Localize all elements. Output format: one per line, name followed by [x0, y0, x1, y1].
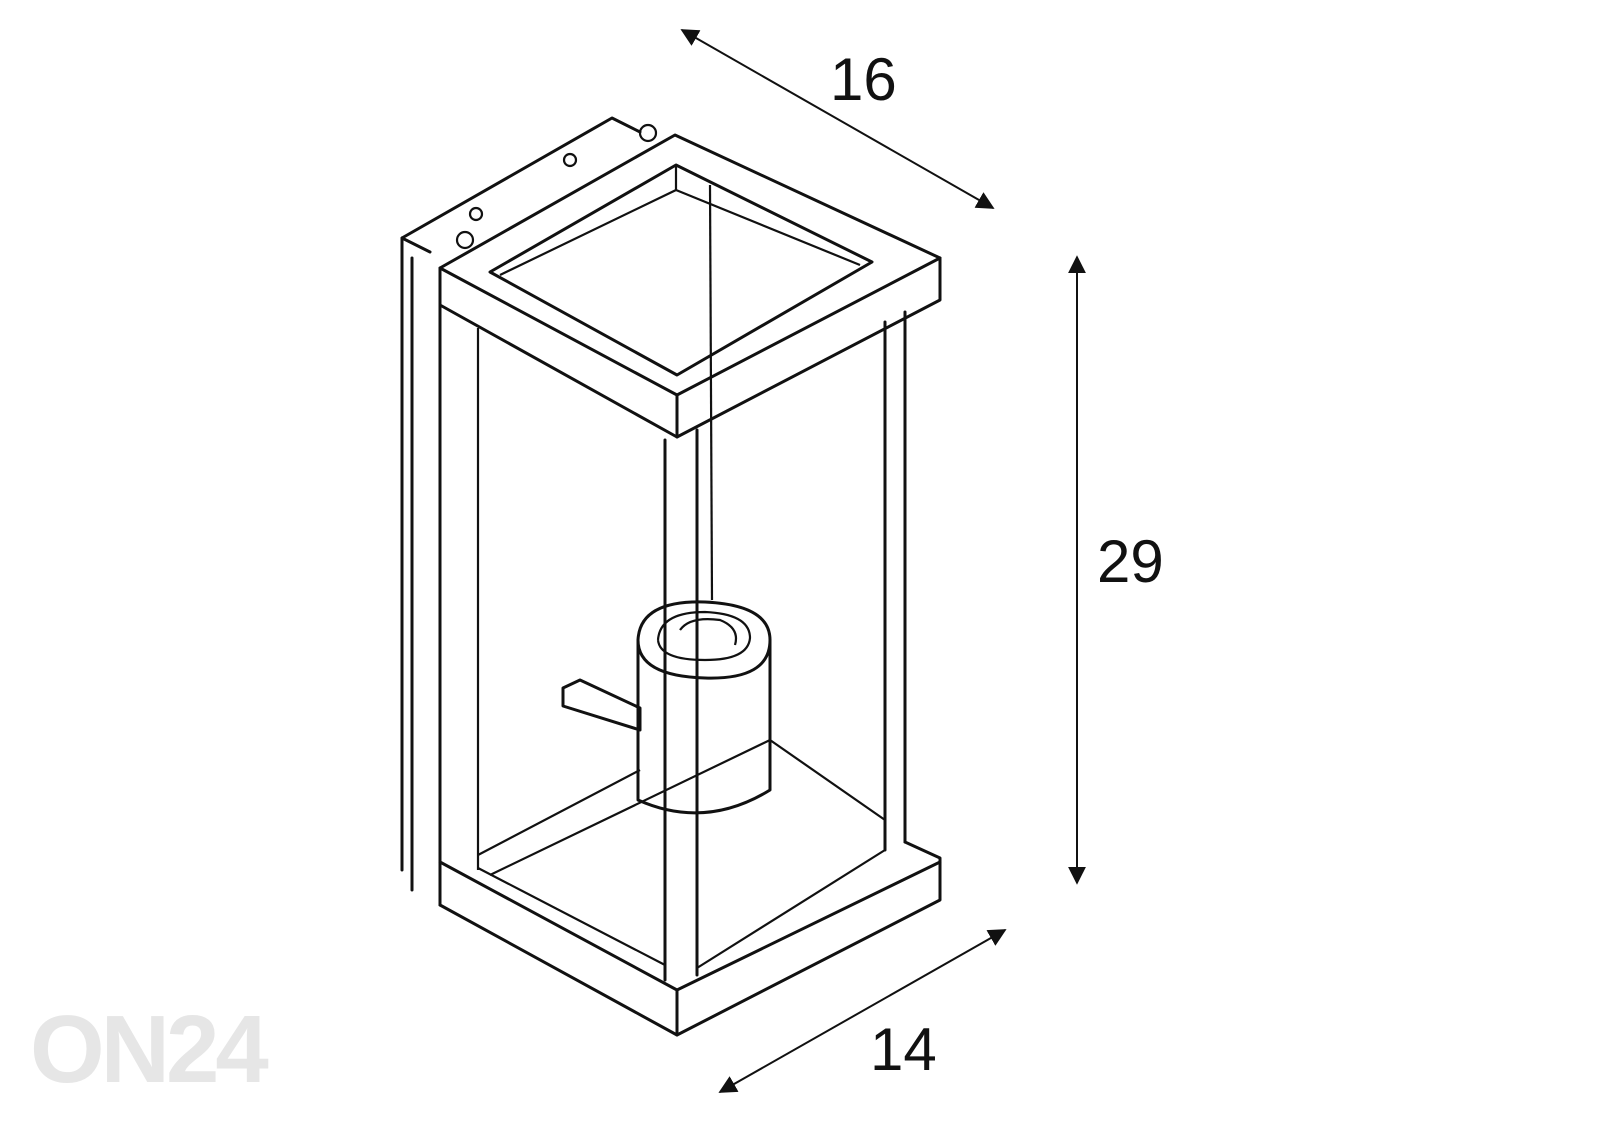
top-frame	[438, 133, 942, 439]
height-label: 29	[1097, 528, 1164, 595]
front-post	[663, 428, 699, 982]
left-post	[410, 256, 480, 907]
bottom-frame	[438, 738, 942, 1037]
watermark-logo: ON24	[30, 996, 268, 1103]
rear-post	[708, 184, 714, 601]
depth-label: 16	[830, 46, 897, 113]
width-dimension-arrow	[718, 929, 1007, 1093]
lamp-socket	[561, 600, 772, 815]
width-label: 14	[870, 1016, 937, 1083]
right-post	[883, 310, 907, 852]
wall-mount-plate	[400, 116, 658, 872]
depth-dimension-arrow	[680, 29, 995, 209]
